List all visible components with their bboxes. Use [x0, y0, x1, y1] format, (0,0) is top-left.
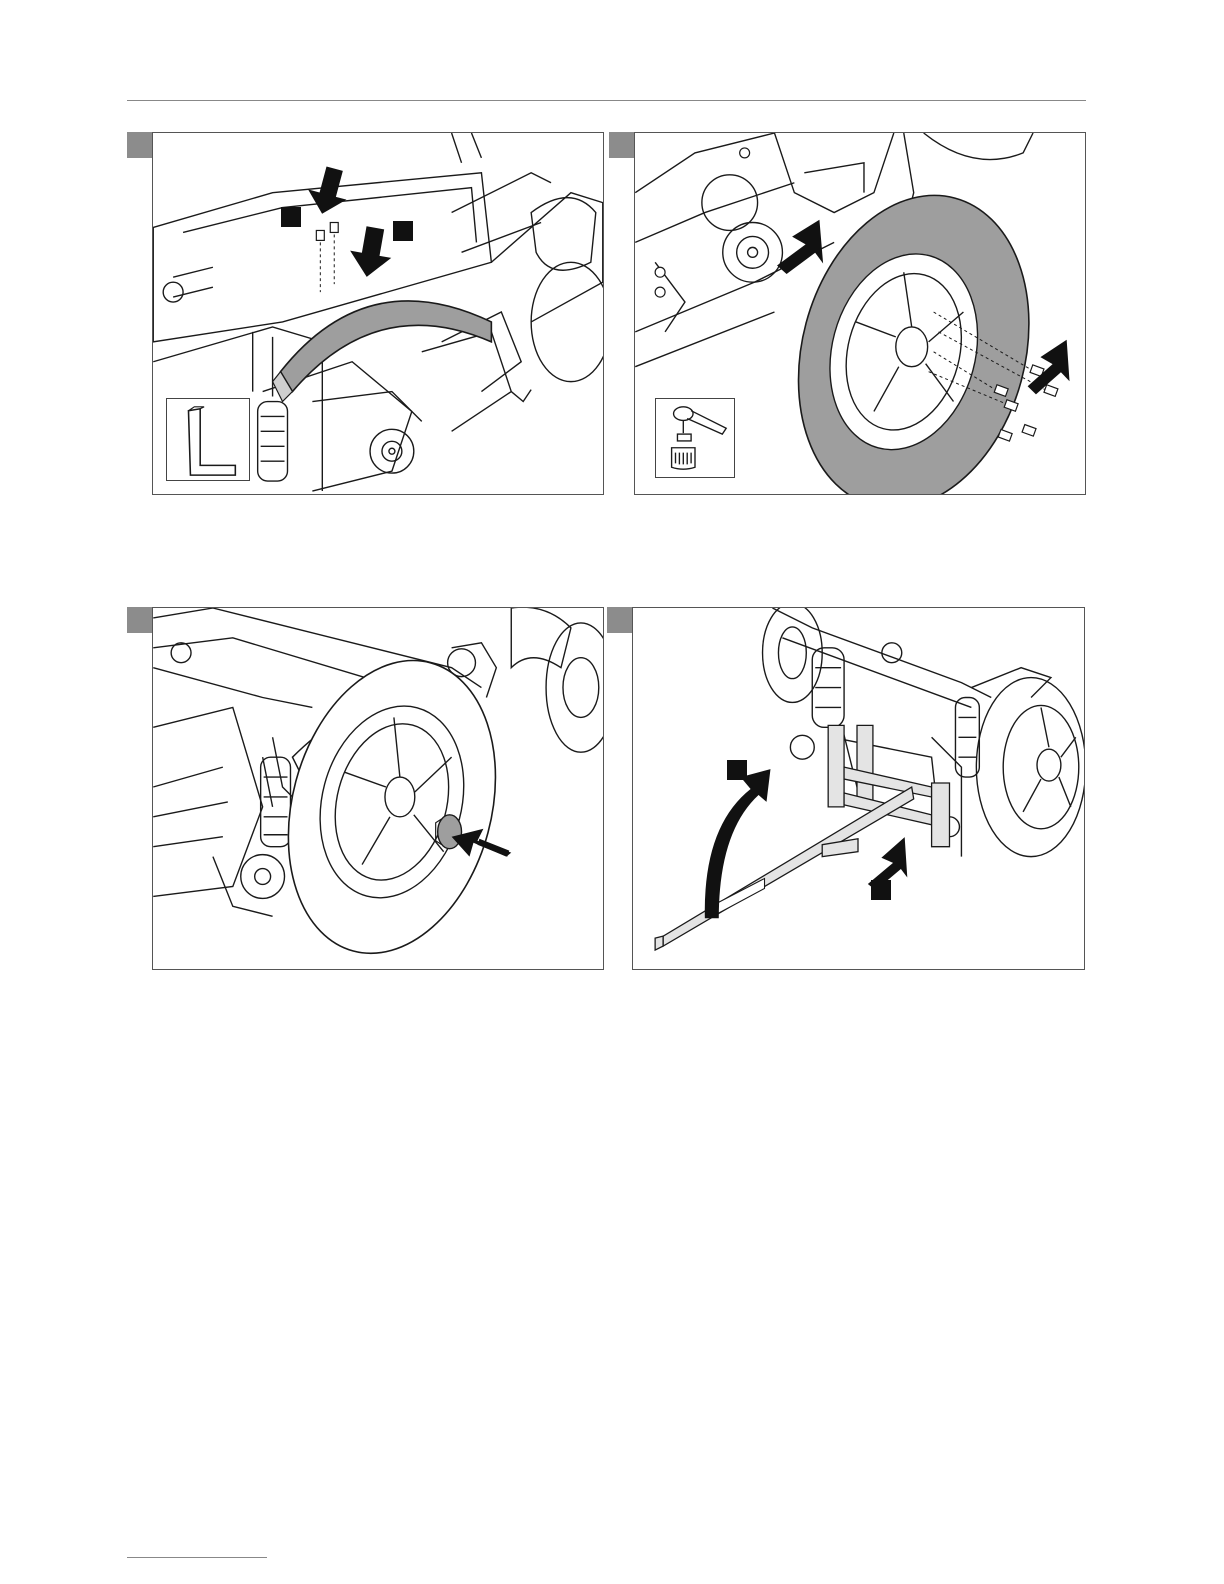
figure-4-callout-a [727, 760, 747, 780]
figure-1-panel [152, 132, 604, 495]
figure-1-tool-inset [166, 398, 250, 481]
figure-3-step-tab [127, 607, 153, 633]
figure-1-callout-b [393, 221, 413, 241]
torque-wrench-icon [656, 399, 734, 477]
figure-3-illustration [153, 608, 603, 969]
figure-2-panel [634, 132, 1086, 495]
figure-2-tool-inset [655, 398, 735, 478]
footer-rule [127, 1557, 267, 1558]
figure-4-panel [632, 607, 1085, 970]
figure-1-callout-a [281, 207, 301, 227]
figure-4-step-tab [607, 607, 633, 633]
figure-4-callout-b [871, 880, 891, 900]
figure-1-step-tab [127, 132, 153, 158]
figure-4-illustration [633, 608, 1084, 969]
header-rule [127, 100, 1086, 101]
figure-3-panel [152, 607, 604, 970]
hex-key-icon [167, 399, 249, 480]
figure-2-step-tab [609, 132, 635, 158]
